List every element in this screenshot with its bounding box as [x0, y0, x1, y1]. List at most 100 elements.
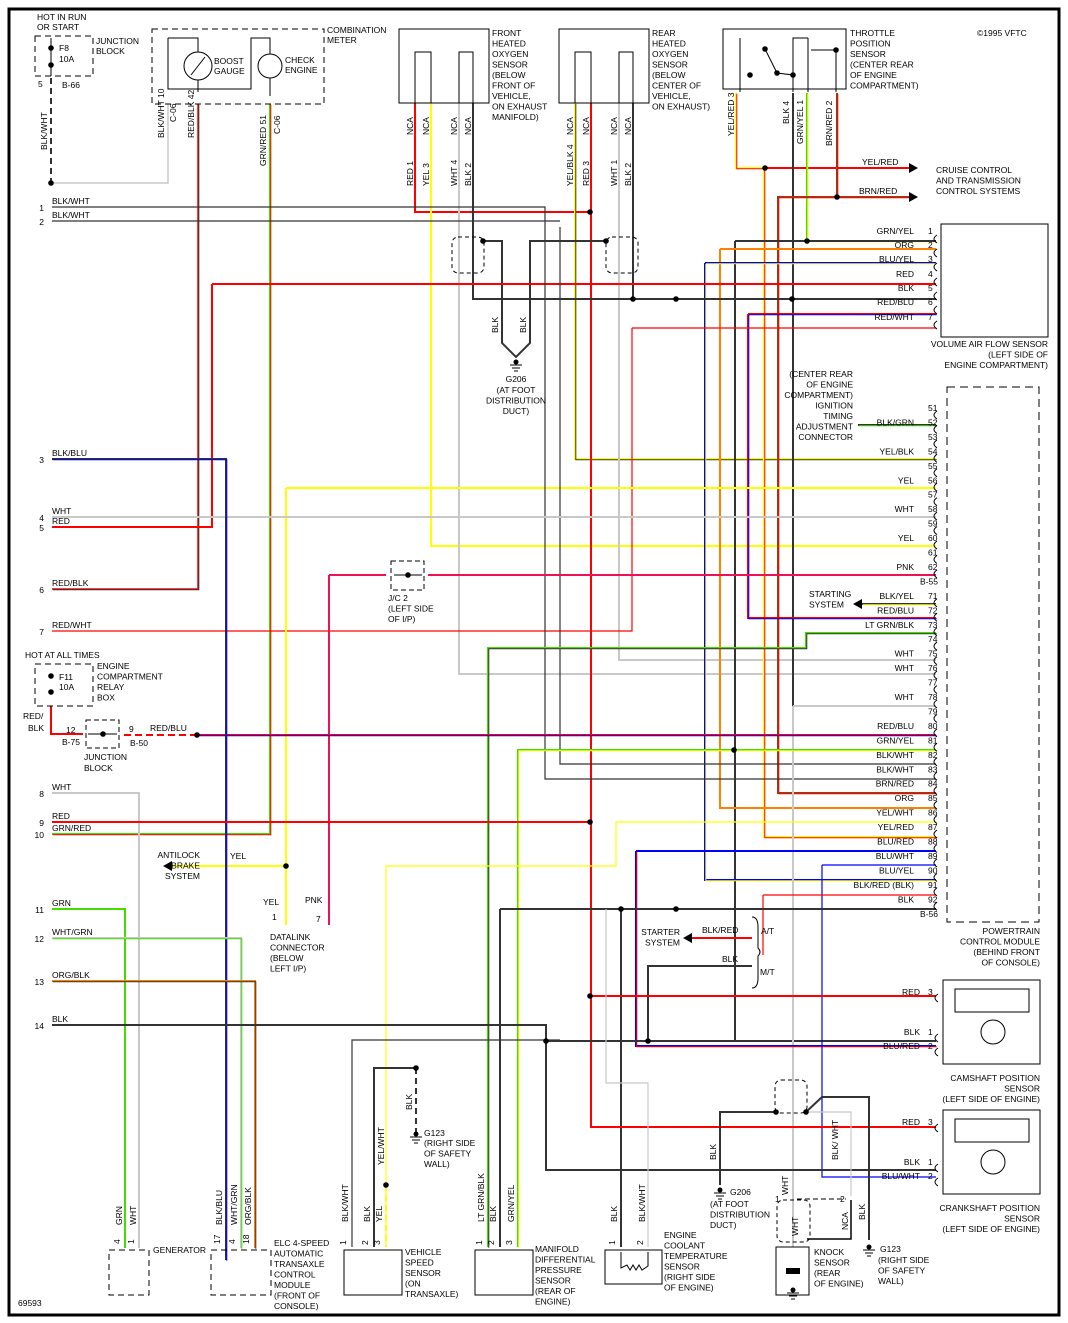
- ignition-timing-label: CONNECTOR: [798, 432, 853, 442]
- datalink-label: (BELOW: [270, 953, 304, 963]
- wire-org-pcm85: [719, 249, 936, 809]
- ect-label: TEMPERATURE: [664, 1251, 728, 1261]
- wire-yel-red-pcm87: [763, 168, 936, 838]
- wire-label: NCA: [840, 1212, 850, 1230]
- sensor-connector-pin: [934, 1033, 939, 1043]
- gauge-label: GAUGE: [214, 66, 245, 76]
- wire-yel-red-pcm87-stripe: [764, 168, 937, 839]
- sensor-element-icon: [954, 988, 1030, 1013]
- maf-pin-number: 1: [928, 226, 933, 236]
- pcm-pin-wire-label: WHT: [895, 649, 914, 659]
- wire-wht-gen: [52, 792, 140, 1248]
- left-pin-number: 2: [39, 217, 44, 227]
- pcm-pin-wire-label: WHT: [895, 692, 914, 702]
- pcm-pin-number: 88: [928, 837, 938, 847]
- wire-yel-red-tps-stripe: [736, 93, 763, 170]
- pcm-connector-pin: [933, 468, 938, 478]
- pcm-connector-pin: [933, 872, 938, 882]
- nca-label: NCA: [565, 117, 575, 135]
- wire-wht-ro2: [618, 103, 936, 661]
- g206-ground-icon: [717, 1187, 723, 1193]
- antilock-label: ANTILOCK: [157, 850, 200, 860]
- connector-id: B-66: [62, 80, 80, 90]
- wire-nca: [807, 1200, 852, 1240]
- maf-connector-pin: [933, 320, 938, 330]
- maf-connector-pin: [933, 234, 938, 244]
- starter-mt-label: M/T: [760, 967, 775, 977]
- gauge-label: BOOST: [214, 56, 244, 66]
- wire-label: GRN/YEL 1: [795, 100, 805, 144]
- vss-label: TRANSAXLE): [405, 1289, 459, 1299]
- pcm-connector-pin: [933, 685, 938, 694]
- connector-id: B-55: [920, 576, 938, 586]
- ground-location: DUCT): [503, 406, 530, 416]
- ect-label: COOLANT: [664, 1241, 705, 1251]
- rear-o2-sensor-box: [558, 28, 650, 104]
- pcm-pin-wire-label: BLU/YEL: [879, 865, 914, 875]
- datalink-label: LEFT I/P): [270, 964, 306, 974]
- junction-block-title: OR START: [37, 22, 79, 32]
- splice-dot: [673, 906, 679, 912]
- wire-red-left5: [52, 284, 213, 528]
- front-o2-sensor-label: FRONT OF: [492, 81, 535, 91]
- sensor-pin-number: 1: [928, 1027, 933, 1037]
- manifold-pressure-sensor-box: [474, 1249, 534, 1296]
- sensor-pin-number: 3: [928, 987, 933, 997]
- splice-dot: [790, 72, 796, 78]
- splice-dot: [587, 819, 593, 825]
- combination-meter-name: METER: [327, 35, 357, 45]
- ect-label: ENGINE: [664, 1230, 697, 1240]
- ignition-timing-label: TIMING: [823, 411, 853, 421]
- wire-label: WHT: [790, 1217, 800, 1236]
- junction-block-name: JUNCTION: [96, 36, 139, 46]
- pcm-connector-pin: [933, 829, 938, 839]
- pcm-connector-pin: [933, 497, 938, 507]
- shield-icon: [774, 1079, 808, 1114]
- wire-label: BLK: [404, 1094, 414, 1110]
- pcm-pin-wire-label: YEL/WHT: [876, 808, 914, 818]
- wire-label: WHT: [128, 1206, 138, 1225]
- splice-dot: [480, 238, 486, 244]
- pcm-connector-pin: [933, 439, 938, 449]
- pcm-connector-pin: [933, 555, 938, 564]
- pin-number: 2: [635, 1240, 645, 1245]
- volume-air-flow-sensor-box: [940, 223, 1049, 338]
- splice-dot: [747, 72, 753, 78]
- splice-dot: [48, 180, 54, 186]
- pcm-pin-wire-label: YEL/BLK: [880, 446, 915, 456]
- maf-pin-number: 6: [928, 297, 933, 307]
- wire-label: GRN/RED 51: [258, 115, 268, 166]
- splice-dot: [543, 1038, 549, 1044]
- vss-label: SENSOR: [405, 1268, 441, 1278]
- connector-id: B-50: [130, 738, 148, 748]
- pcm-connector-pin: [933, 786, 938, 796]
- left-pin-wire-label: RED: [52, 516, 70, 526]
- maf-pin-wire-label: ORG: [895, 240, 914, 250]
- front-o2-sensor-label: OXYGEN: [492, 49, 528, 59]
- maf-pin-wire-label: BLK: [898, 283, 914, 293]
- pcm-connector-pin: [933, 453, 938, 463]
- sensor-pin-wire-label: BLK: [904, 1157, 920, 1167]
- pcm-pin-number: 87: [928, 822, 938, 832]
- wire-label: BLK/ WHT: [830, 1120, 840, 1160]
- pcm-pin-number: 81: [928, 735, 938, 745]
- pin-number: 5: [38, 79, 43, 89]
- pcm-pin-wire-label: BRN/RED: [876, 779, 914, 789]
- sensor-connector-pin: [934, 1123, 939, 1133]
- splice-dot: [804, 238, 810, 244]
- engine-coolant-sensor-box: [604, 1249, 663, 1285]
- wire-label: BLK/WHT: [637, 1184, 647, 1222]
- wire-label: BLK 2: [623, 163, 633, 186]
- antilock-label: SYSTEM: [165, 871, 200, 881]
- left-pin-number: 14: [35, 1021, 45, 1031]
- wire-label: BLK: [488, 1206, 498, 1222]
- tps-label: (CENTER REAR: [850, 60, 914, 70]
- ground-id: G206: [506, 374, 527, 384]
- left-pin-number: 11: [35, 905, 44, 915]
- pcm-pin-wire-label: BLK/RED (BLK): [854, 880, 915, 890]
- maf-pin-number: 4: [928, 269, 933, 279]
- pcm-connector-pin: [933, 714, 938, 723]
- pcm-pin-number: 78: [928, 692, 938, 702]
- ect-label: SENSOR: [664, 1262, 700, 1272]
- pcm-pin-wire-label: RED/BLU: [877, 721, 914, 731]
